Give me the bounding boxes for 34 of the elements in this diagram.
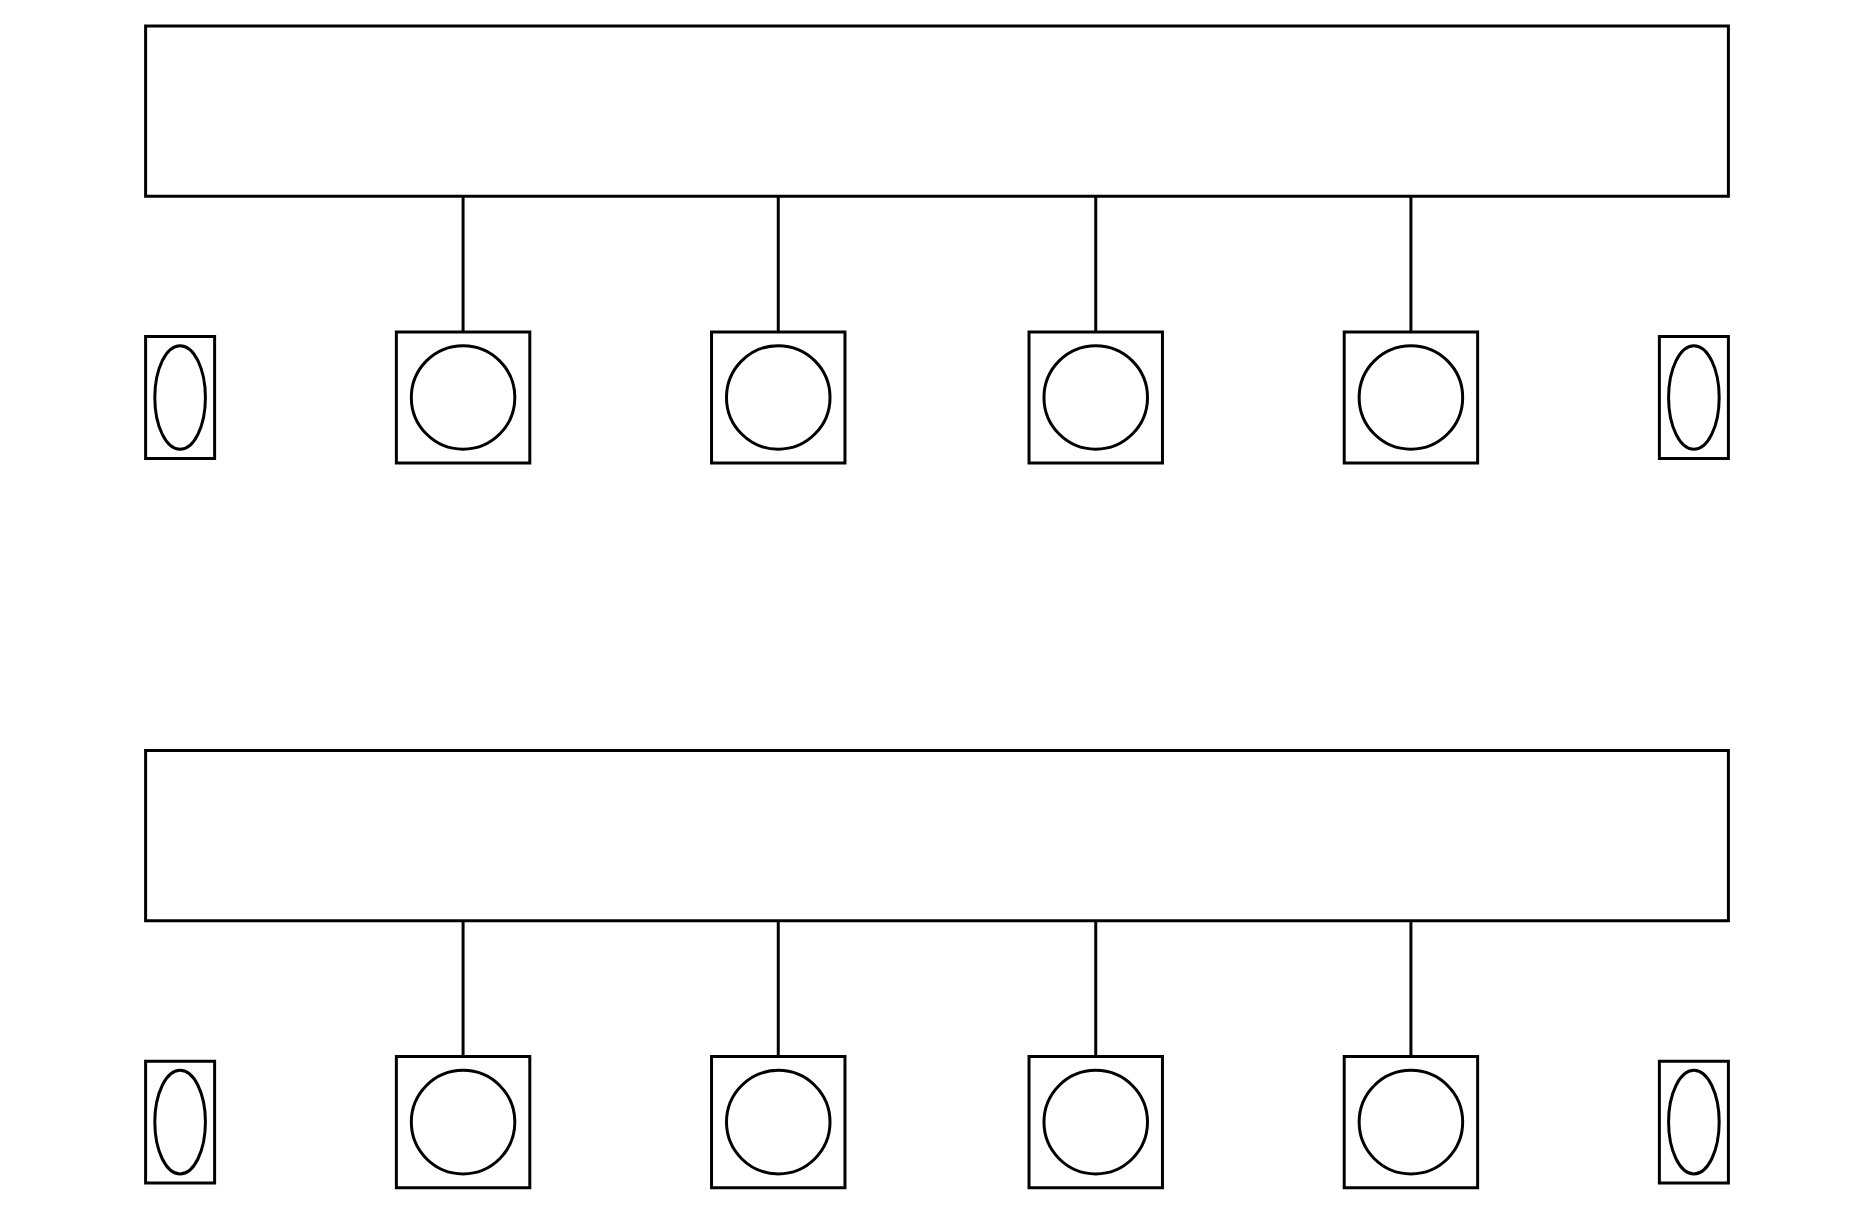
node-circle bbox=[408, 1068, 516, 1176]
connector bbox=[1408, 196, 1412, 332]
cluster bbox=[1026, 1055, 1163, 1190]
node-circle bbox=[1356, 1068, 1464, 1176]
node-circle bbox=[724, 344, 831, 451]
node-box bbox=[143, 24, 1729, 198]
cluster bbox=[1656, 1059, 1729, 1185]
node-ellipse bbox=[1666, 1068, 1720, 1176]
node-circle bbox=[1041, 1068, 1148, 1176]
cluster bbox=[1341, 330, 1479, 465]
cluster bbox=[709, 1055, 846, 1190]
node-ellipse bbox=[152, 1068, 206, 1176]
connector bbox=[1093, 920, 1097, 1057]
cluster bbox=[1341, 1055, 1479, 1190]
cluster bbox=[393, 1055, 531, 1190]
node-circle bbox=[1356, 344, 1464, 451]
cluster bbox=[143, 335, 216, 460]
connector bbox=[775, 920, 779, 1057]
node-circle bbox=[724, 1068, 831, 1176]
cluster bbox=[1656, 335, 1729, 460]
connector bbox=[460, 196, 464, 332]
node-circle bbox=[408, 344, 516, 451]
node-circle bbox=[1041, 344, 1148, 451]
node-ellipse bbox=[152, 344, 206, 451]
connector bbox=[460, 920, 464, 1057]
node-ellipse bbox=[1666, 344, 1720, 451]
cluster bbox=[709, 330, 846, 465]
cluster bbox=[1026, 330, 1163, 465]
connector bbox=[775, 196, 779, 332]
connector bbox=[1408, 920, 1412, 1057]
node-box bbox=[143, 749, 1729, 923]
connector bbox=[1093, 196, 1097, 332]
cluster bbox=[143, 1059, 216, 1185]
cluster bbox=[393, 330, 531, 465]
